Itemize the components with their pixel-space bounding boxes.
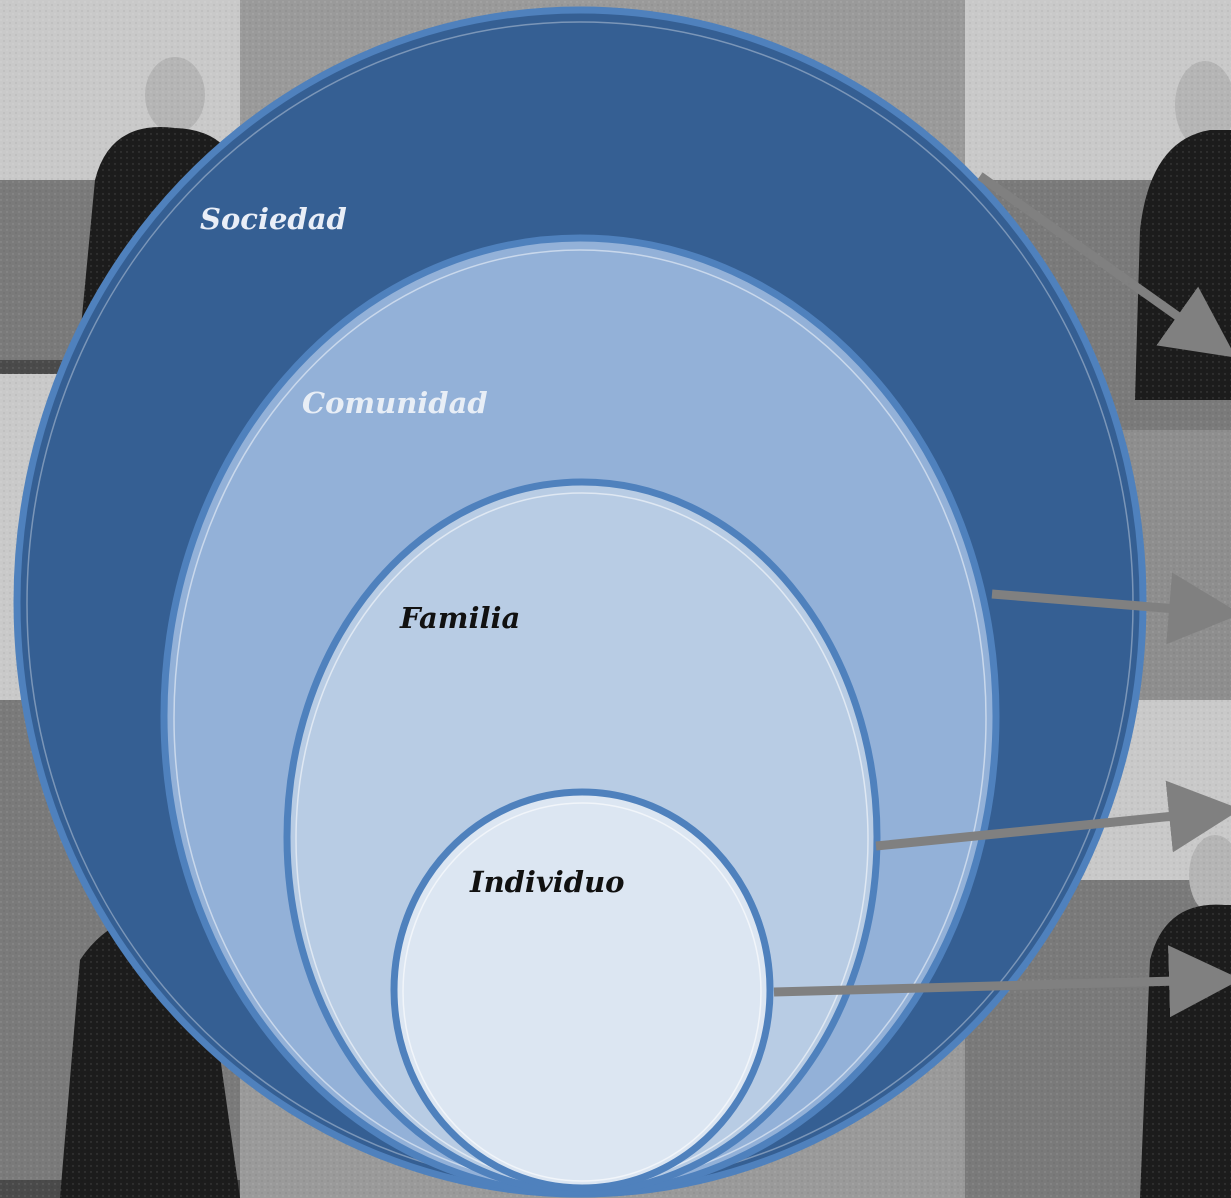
arrow-individuo	[773, 945, 1231, 1018]
label-individuo: Individuo	[469, 865, 625, 899]
label-sociedad: Sociedad	[200, 202, 347, 236]
arrow-comunidad	[991, 572, 1231, 645]
arrow-sociedad	[977, 172, 1231, 358]
level-labels: Sociedad Comunidad Familia Individuo	[200, 202, 625, 899]
level-individuo	[390, 788, 774, 1192]
ring-individuo-inner-line	[402, 802, 762, 1182]
label-comunidad: Comunidad	[302, 386, 488, 420]
concentric-levels	[13, 6, 1147, 1198]
arrow-familia	[875, 780, 1231, 853]
ring-individuo	[390, 788, 774, 1192]
pointer-arrows	[773, 172, 1231, 1018]
label-familia: Familia	[399, 601, 520, 635]
